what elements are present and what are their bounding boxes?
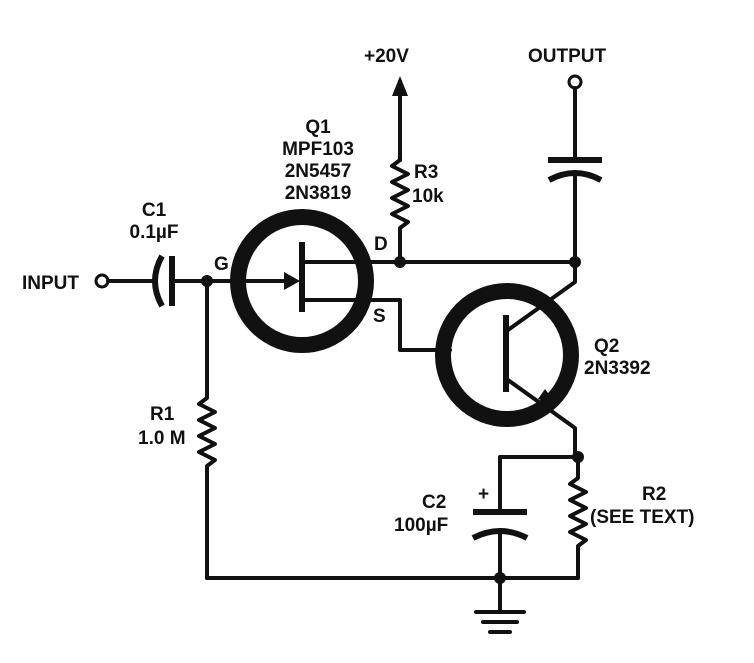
output-capacitor [547,86,603,264]
q1-drain-label: D [374,234,388,255]
supply-label: +20V [364,46,409,67]
supply-rail [392,76,408,162]
transistor-q1 [208,209,452,353]
q1-part1: MPF103 [282,139,354,160]
ground-icon [474,576,526,634]
c2-name: C2 [422,492,446,513]
output-label: OUTPUT [528,46,607,67]
r3-name: R3 [414,162,438,183]
q1-gate-label: G [214,254,229,275]
c1-value: 0.1µF [130,222,179,243]
transistor-q2 [435,260,579,457]
drain-node-dot [394,256,406,268]
resistor-r2 [568,455,588,580]
q1-source-label: S [373,306,386,327]
resistor-r3 [390,158,410,264]
c1-name: C1 [142,200,167,221]
input-label: INPUT [22,273,79,294]
r1-value: 1.0 M [138,428,186,449]
r2-name: R2 [642,484,666,505]
q2-name: Q2 [594,336,619,357]
q2-part: 2N3392 [584,358,651,379]
q1-name: Q1 [305,117,331,138]
c2-value: 100µF [394,515,448,536]
q1-part2: 2N5457 [285,161,352,182]
r3-value: 10k [412,186,444,207]
resistor-r1 [197,279,217,580]
q1-part3: 2N3819 [285,183,352,204]
r2-value: (SEE TEXT) [590,507,695,528]
r1-name: R1 [150,404,175,425]
capacitor-c1 [106,254,212,308]
capacitor-c2 [471,455,577,580]
supply-arrow-icon [392,76,408,96]
c2-polarity: + [478,484,489,505]
